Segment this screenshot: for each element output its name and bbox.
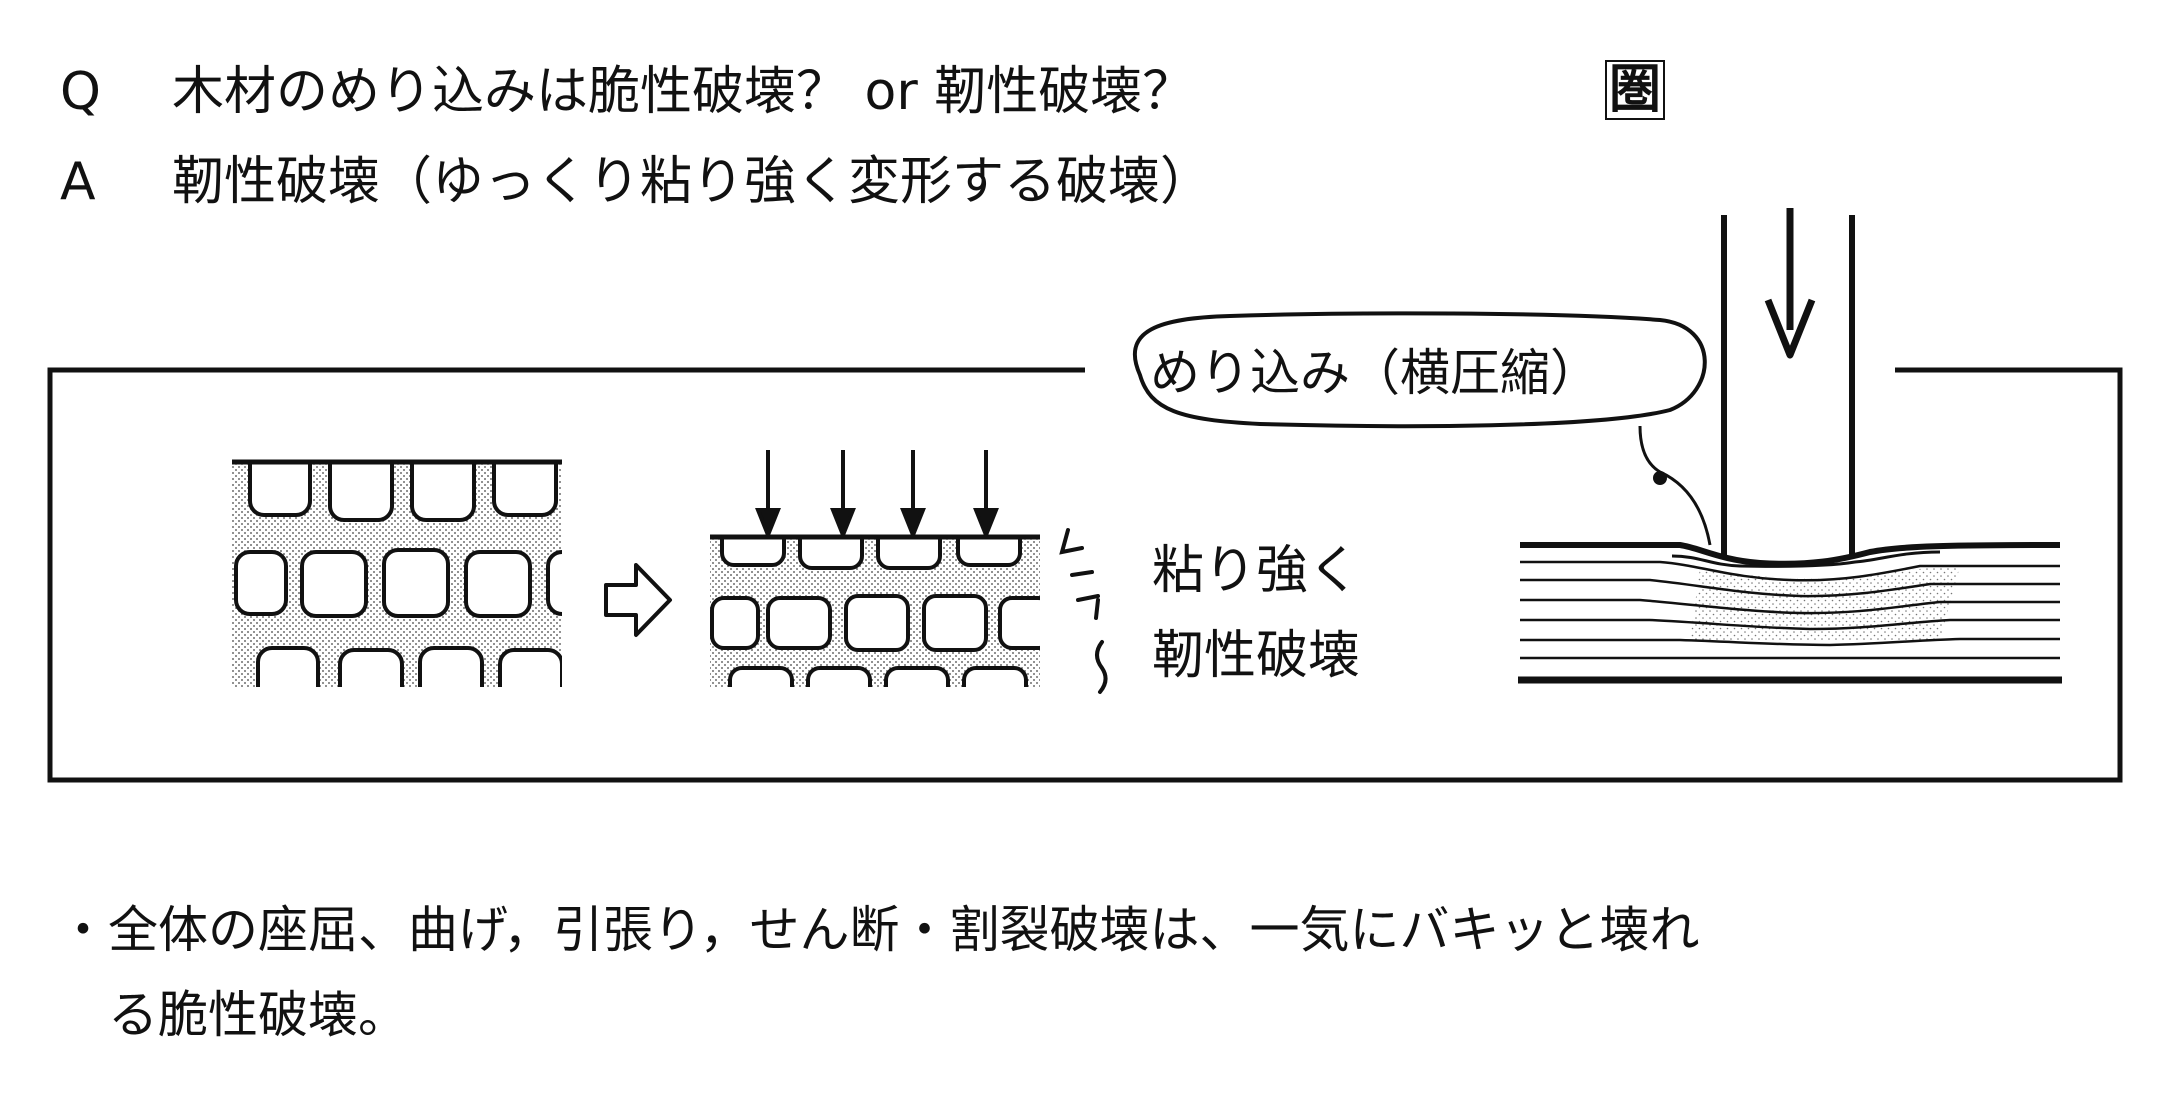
load-arrow-icon (1764, 208, 1816, 359)
frame-border (47, 367, 2123, 783)
question-text: 木材のめり込みは脆性破壊？ or 靭性破壊？ (172, 62, 1195, 122)
question-mark: Q (60, 62, 101, 122)
note-line2: る脆性破壊。 (108, 986, 408, 1044)
deformation-squiggle-icon (1059, 528, 1108, 694)
wood-grain-layers (1518, 542, 2062, 684)
answer-mark: A (60, 152, 96, 212)
wood-cells-before (232, 462, 562, 687)
answer-text: 靭性破壊（ゆっくり粘り強く変形する破壊） (172, 152, 1213, 212)
wood-cells-after (710, 537, 1040, 687)
callout-bubble (1132, 311, 1707, 429)
note-line1: 全体の座屈、曲げ，引張り，せん断・割裂破壊は、一気にバキッと壊れ (108, 901, 1700, 959)
callout-label: めり込み（横圧縮） (1150, 344, 1600, 402)
ductile-label-line1: 粘り強く (1152, 541, 1361, 601)
callout-leader-dot (1653, 471, 1667, 485)
note-bullet: ・ (58, 901, 108, 959)
callout-leader (1638, 425, 1712, 546)
stamp-mark: 圏 (1605, 60, 1666, 120)
load-arrows (755, 450, 999, 541)
transition-arrow-icon (604, 563, 672, 637)
ductile-label-line2: 靭性破壊 (1152, 626, 1361, 686)
